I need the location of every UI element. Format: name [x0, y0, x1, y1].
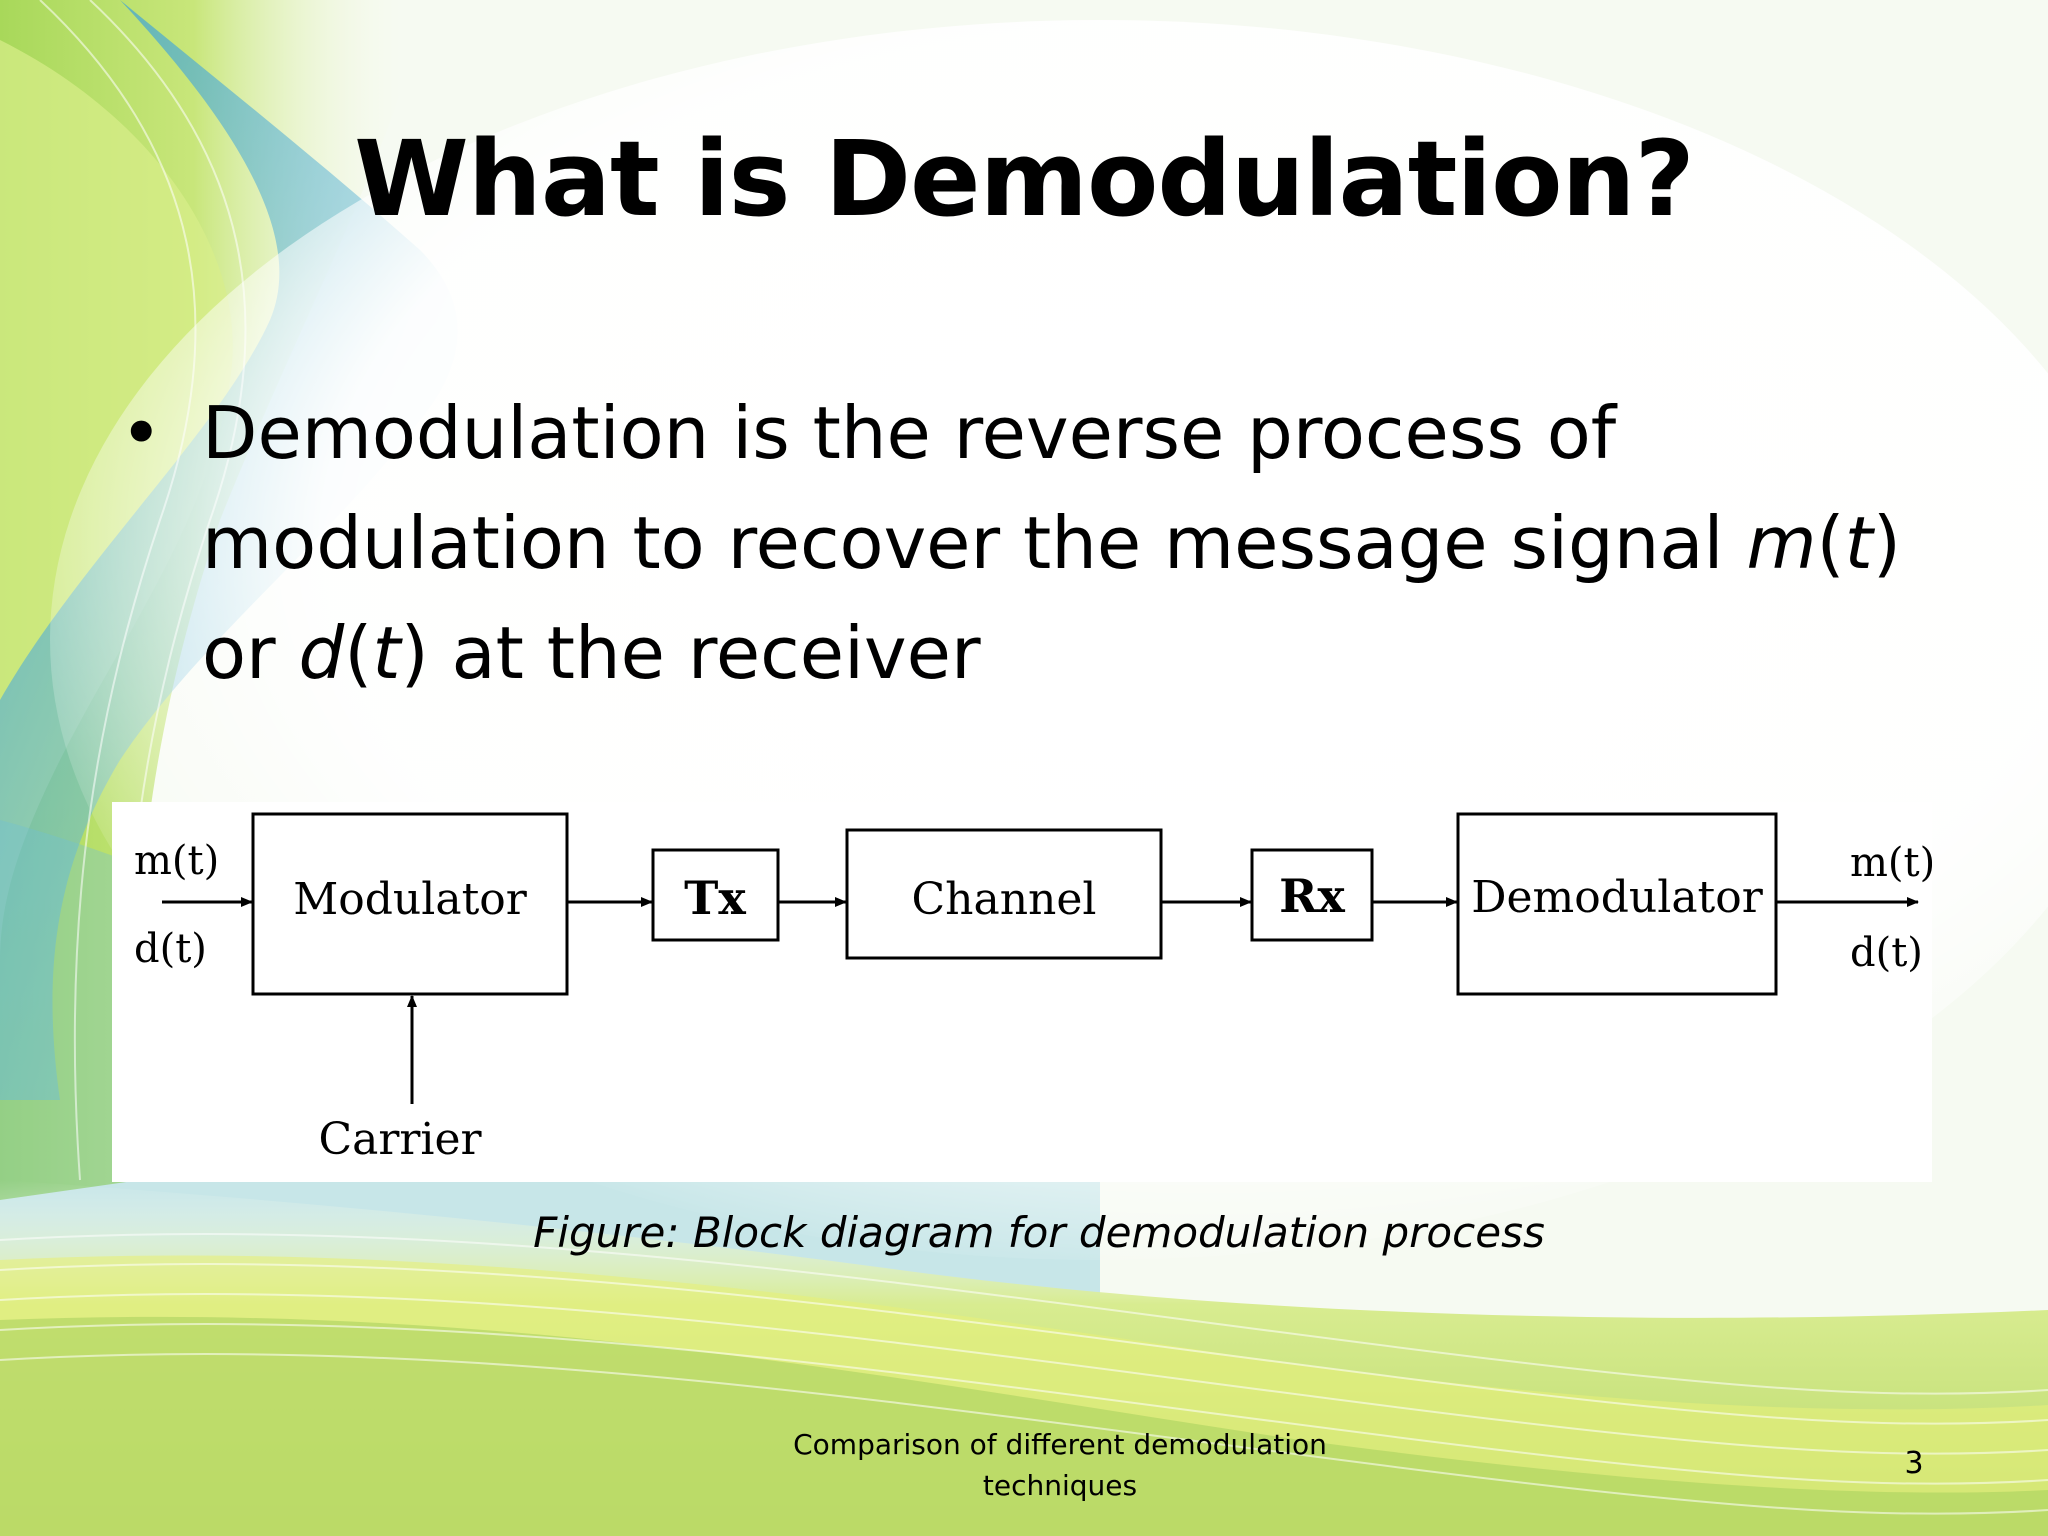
- tx-label: Tx: [684, 871, 746, 925]
- modulator-label: Modulator: [293, 874, 528, 925]
- rx-label: Rx: [1279, 869, 1345, 923]
- bullet-text: Demodulation is the reverse process of m…: [202, 378, 2002, 708]
- bullet-line-1: Demodulation is the reverse process of: [202, 391, 1617, 475]
- slide-title: What is Demodulation?: [354, 118, 1695, 240]
- carrier-label: Carrier: [318, 1114, 482, 1165]
- slide-footer: Comparison of different demodulation tec…: [760, 1424, 1360, 1506]
- channel-label: Channel: [911, 874, 1096, 925]
- symbol-d: d: [298, 611, 345, 695]
- output-d-label: d(t): [1850, 930, 1923, 976]
- modulator-block: [251, 812, 569, 996]
- bullet-marker: •: [120, 391, 163, 475]
- input-d-label: d(t): [134, 926, 207, 972]
- paren-open: (: [1816, 501, 1845, 585]
- bullet-line-3: or d(t) at the receiver: [202, 598, 2002, 708]
- footer-line-2: techniques: [982, 1469, 1138, 1502]
- bullet-line-2-text: modulation to recover the message signal: [202, 501, 1747, 585]
- symbol-t: t: [1844, 501, 1873, 585]
- bullet-line-2: modulation to recover the message signal…: [202, 488, 2002, 598]
- demodulator-block: [1456, 812, 1778, 996]
- tx-block: [651, 848, 780, 942]
- input-m-label: m(t): [134, 838, 219, 884]
- symbol-t: t: [372, 611, 401, 695]
- channel-block: [845, 828, 1163, 960]
- paren-close: ): [1872, 501, 1901, 585]
- output-m-label: m(t): [1850, 840, 1932, 886]
- block-diagram: m(t) d(t) Modulator Carrier Tx Channel R…: [112, 802, 1932, 1182]
- symbol-m: m: [1746, 501, 1817, 585]
- figure-caption: Figure: Block diagram for demodulation p…: [533, 1208, 1545, 1257]
- page-number: 3: [1904, 1446, 1924, 1481]
- bullet-line-3-end: ) at the receiver: [400, 611, 981, 695]
- paren-open: (: [344, 611, 373, 695]
- rx-block: [1250, 848, 1374, 942]
- bullet-line-3-text: or: [202, 611, 299, 695]
- demodulator-label: Demodulator: [1471, 872, 1764, 923]
- footer-line-1: Comparison of different demodulation: [793, 1428, 1327, 1461]
